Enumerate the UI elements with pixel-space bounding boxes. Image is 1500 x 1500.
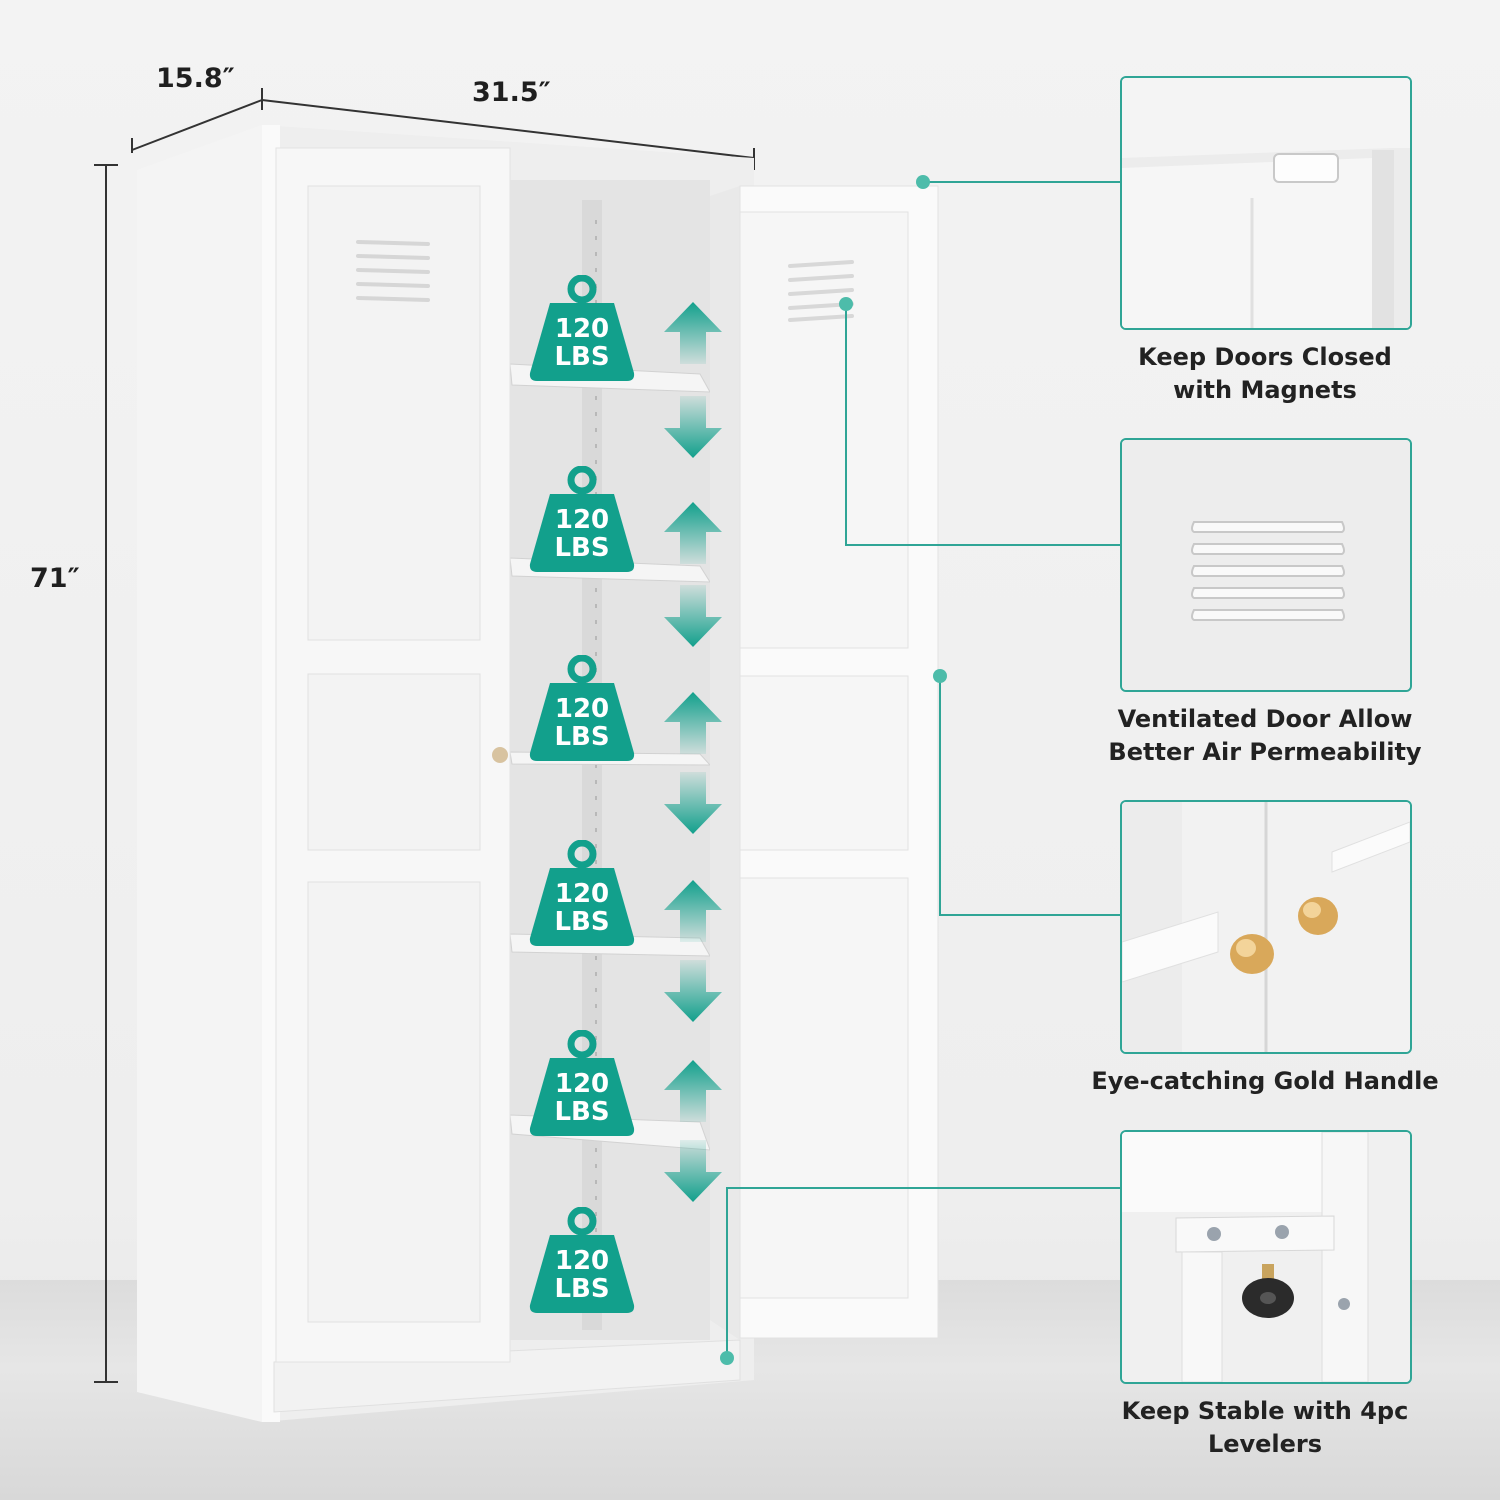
weight-icon xyxy=(529,1029,635,1136)
capacity-value: 120 xyxy=(554,1069,610,1099)
capacity-unit: LBS xyxy=(554,342,610,372)
leveling-foot-icon xyxy=(1122,1132,1410,1382)
width-label: 31.5″ xyxy=(472,77,551,108)
feature-card-levelers xyxy=(1120,1130,1412,1384)
arrow-up-icon xyxy=(664,880,722,942)
capacity-unit: LBS xyxy=(554,533,610,563)
capacity-unit: LBS xyxy=(554,722,610,752)
caption-line: Levelers xyxy=(1207,1430,1323,1458)
capacity-unit: LBS xyxy=(554,1097,610,1127)
feature-caption-levelers: Keep Stable with 4pc Levelers xyxy=(1080,1395,1450,1461)
weight-icon xyxy=(529,465,635,572)
caption-line: Better Air Permeability xyxy=(1108,738,1422,766)
arrow-down-icon xyxy=(664,1140,722,1202)
weight-icon xyxy=(529,839,635,946)
caption-line: Ventilated Door Allow xyxy=(1117,705,1413,733)
caption-line: with Magnets xyxy=(1173,376,1357,404)
callout-dots xyxy=(720,175,947,1365)
dimension-lines xyxy=(94,88,755,1383)
caption-line: Keep Stable with 4pc xyxy=(1121,1397,1409,1425)
feature-card-ventilation xyxy=(1120,438,1412,692)
caption-line: Keep Doors Closed xyxy=(1138,343,1392,371)
arrow-down-icon xyxy=(664,772,722,834)
gold-knob-icon xyxy=(1122,802,1410,1052)
weight-icon xyxy=(529,654,635,761)
vent-louvers-icon xyxy=(1122,440,1410,690)
feature-card-magnets xyxy=(1120,76,1412,330)
arrow-up-icon xyxy=(664,502,722,564)
caption-line: Eye-catching Gold Handle xyxy=(1091,1067,1439,1095)
left-door xyxy=(275,147,511,1363)
knob-right xyxy=(1298,897,1338,935)
callout-lines xyxy=(726,181,1120,1358)
feature-card-handle xyxy=(1120,800,1412,1054)
right-door xyxy=(710,185,939,1340)
depth-label: 15.8″ xyxy=(156,63,235,94)
arrow-up-icon xyxy=(664,692,722,754)
magnet-catch-icon xyxy=(1122,78,1410,328)
capacity-value: 120 xyxy=(554,1246,610,1276)
feature-caption-magnets: Keep Doors Closed with Magnets xyxy=(1080,341,1450,407)
capacity-value: 120 xyxy=(554,879,610,909)
capacity-value: 120 xyxy=(554,314,610,344)
knob-left xyxy=(1230,934,1274,974)
arrow-down-icon xyxy=(664,396,722,458)
weight-icon xyxy=(529,274,635,381)
capacity-value: 120 xyxy=(554,694,610,724)
feature-caption-ventilation: Ventilated Door Allow Better Air Permeab… xyxy=(1080,703,1450,769)
arrow-up-icon xyxy=(664,1060,722,1122)
height-label: 71″ xyxy=(30,563,80,594)
arrow-down-icon xyxy=(664,960,722,1022)
capacity-unit: LBS xyxy=(554,1274,610,1304)
arrow-down-icon xyxy=(664,585,722,647)
capacity-unit: LBS xyxy=(554,907,610,937)
feature-caption-handle: Eye-catching Gold Handle xyxy=(1080,1065,1450,1098)
arrow-up-icon xyxy=(664,302,722,364)
capacity-value: 120 xyxy=(554,505,610,535)
weight-icon xyxy=(529,1206,635,1313)
